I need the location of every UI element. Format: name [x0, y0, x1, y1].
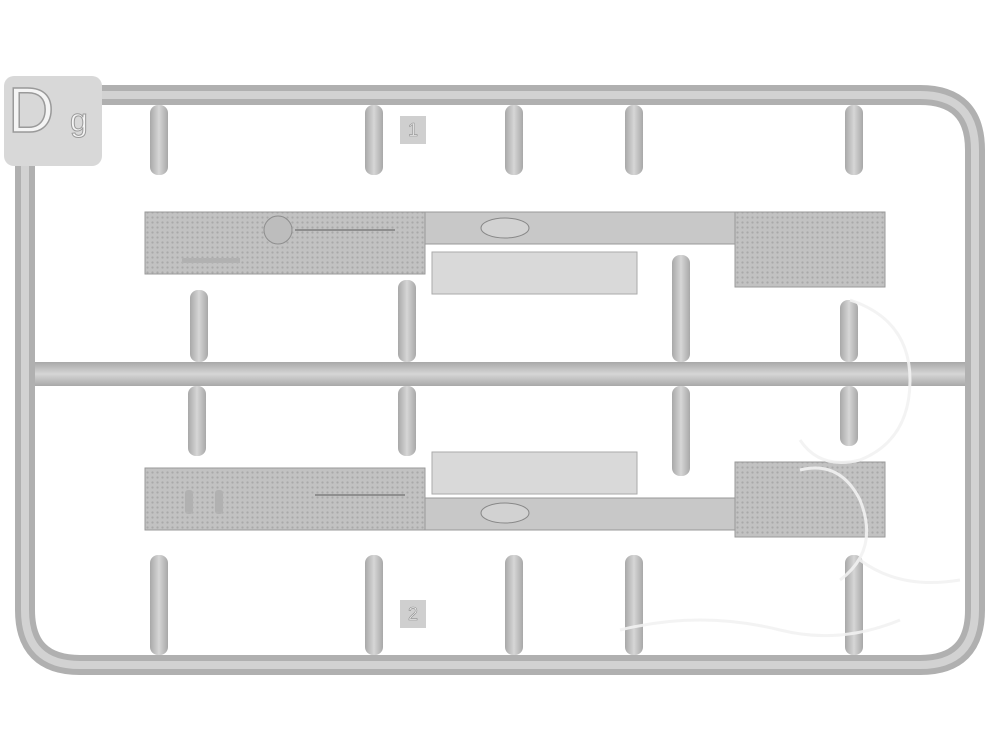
part-number-2: 2 [400, 600, 426, 628]
running-board-part-1 [144, 211, 886, 295]
running-board-part-2 [144, 451, 886, 538]
part-number-1: 1 [400, 116, 426, 144]
gate-set-top [150, 105, 863, 362]
sprue-tag [4, 76, 102, 166]
gate-set-bottom [150, 386, 863, 655]
watermark-logo [619, 298, 961, 638]
middle-runner [35, 362, 965, 386]
sprue-letter: D [7, 74, 55, 146]
sprue-sub-letter: g [70, 102, 89, 138]
